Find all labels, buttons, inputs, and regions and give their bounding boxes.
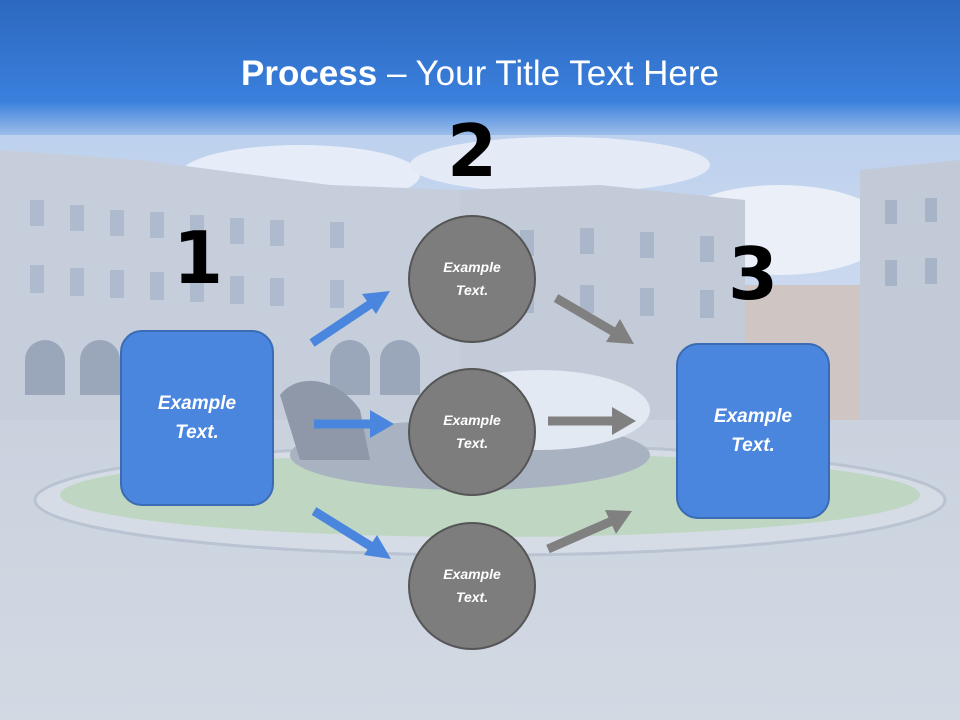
circle-text-top: Example Text.: [443, 259, 501, 298]
arrow-blue-up: [309, 291, 390, 347]
arrow-gray-right: [548, 407, 636, 435]
step-number-1: 1: [172, 216, 224, 300]
step-1-text: Example Text.: [157, 393, 237, 443]
arrow-blue-right: [314, 410, 394, 438]
arrow-gray-down: [553, 294, 634, 344]
title-rest: – Your Title Text Here: [377, 54, 719, 93]
circle-text-middle: Example Text.: [443, 412, 501, 451]
step-number-2: 2: [446, 109, 498, 193]
circle-text-bottom: Example Text.: [443, 566, 501, 605]
step-2-circle-top: Example Text.: [408, 215, 536, 343]
step-2-circle-bottom: Example Text.: [408, 522, 536, 650]
arrow-blue-down: [311, 507, 391, 559]
step-1-box: Example Text.: [120, 330, 274, 506]
arrow-gray-up: [546, 510, 632, 554]
step-number-3: 3: [727, 232, 779, 316]
title-bold: Process: [241, 54, 378, 93]
slide-title: Process – Your Title Text Here: [0, 52, 960, 96]
step-2-circle-middle: Example Text.: [408, 368, 536, 496]
step-3-text: Example Text.: [713, 406, 793, 456]
step-3-box: Example Text.: [676, 343, 830, 519]
